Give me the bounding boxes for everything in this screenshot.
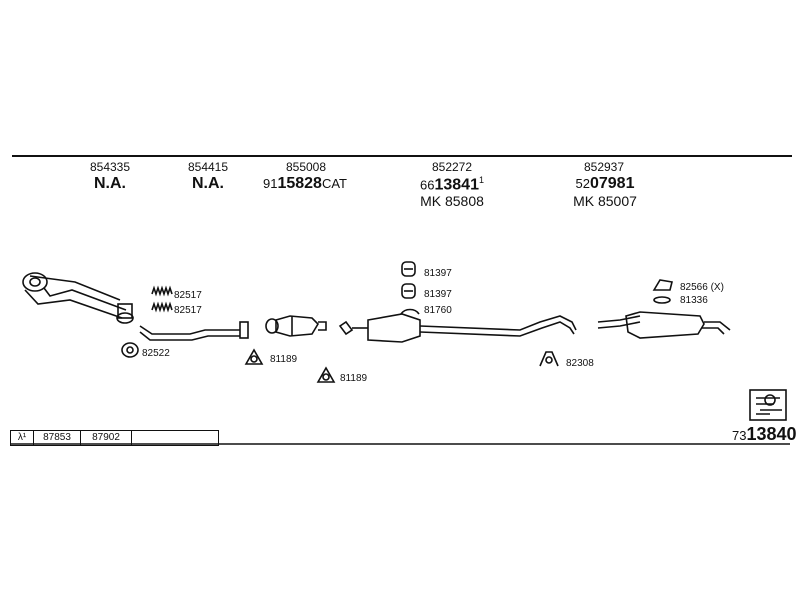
gasket-icon-82522 <box>121 342 139 358</box>
parts-symbol-icon <box>749 389 787 421</box>
label-spring-1: 82517 <box>174 290 202 301</box>
gasket-icon-81189-b <box>316 366 336 383</box>
label-hanger-81397-a: 81397 <box>424 268 452 279</box>
col5-main-number: 07981 <box>589 175 635 192</box>
col4-main: 66138411 <box>387 175 517 194</box>
label-hanger-81397-b: 81397 <box>424 289 452 300</box>
label-clamp-82308: 82308 <box>566 358 594 369</box>
table-cell-1: 87853 <box>34 431 81 445</box>
gasket-icon-81189-a <box>244 348 264 365</box>
table-cell-2: 87902 <box>81 431 132 445</box>
label-gasket-81189-a: 81189 <box>270 354 298 365</box>
label-spring-2: 82517 <box>174 305 202 316</box>
hanger-icon-81336 <box>653 296 671 304</box>
total-number: 13840 <box>746 424 797 444</box>
top-rule <box>12 155 792 157</box>
col3-main-prefix: 91 <box>262 176 278 191</box>
col4-main-number: 13841 <box>434 176 479 194</box>
col3-main-suffix: CAT <box>321 176 347 191</box>
col4-code: 852272 <box>431 160 473 174</box>
rear-silencer-drawing <box>597 311 731 339</box>
col2-main: N.A. <box>192 175 224 192</box>
col3-main: 9115828CAT <box>240 175 370 193</box>
spring-icon-2 <box>151 301 173 313</box>
table-cell-3 <box>132 431 218 445</box>
front-pipe-drawing <box>22 272 134 324</box>
catalytic-converter-drawing <box>265 315 327 337</box>
clamp-icon-81760 <box>400 308 420 315</box>
hanger-icon-81397-b <box>401 283 416 299</box>
col4-sub: MK 85808 <box>420 193 484 209</box>
clamp-icon-82308 <box>539 351 559 367</box>
col5-sub: MK 85007 <box>573 193 637 209</box>
lambda-cell: λ¹ <box>11 431 34 445</box>
label-clamp-81760: 81760 <box>424 305 452 316</box>
label-hanger-82566: 82566 (X) <box>680 282 724 293</box>
col4-main-sup: 1 <box>478 175 484 185</box>
col3-code: 855008 <box>285 160 327 174</box>
total-code: 7313840 <box>732 424 797 445</box>
label-hanger-81336: 81336 <box>680 295 708 306</box>
col1-code: 854335 <box>89 160 131 174</box>
col3-main-number: 15828 <box>277 175 322 192</box>
hanger-icon-81397-a <box>401 261 416 277</box>
spring-icon-1 <box>151 285 173 297</box>
col5-main-prefix: 52 <box>575 176 590 191</box>
hanger-icon-82566 <box>652 279 673 291</box>
intermediate-pipe-drawing <box>139 321 249 341</box>
label-gasket-81189-b: 81189 <box>340 373 368 384</box>
col2-code: 854415 <box>187 160 229 174</box>
middle-silencer-drawing <box>338 313 577 343</box>
lambda-table: λ¹ 87853 87902 <box>10 430 219 446</box>
total-prefix: 73 <box>732 428 747 443</box>
col5-code: 852937 <box>583 160 625 174</box>
col4-main-prefix: 66 <box>420 177 435 193</box>
col1-main: N.A. <box>94 175 126 192</box>
label-gasket-82522: 82522 <box>142 348 170 359</box>
col5-main: 5207981 <box>540 175 670 193</box>
